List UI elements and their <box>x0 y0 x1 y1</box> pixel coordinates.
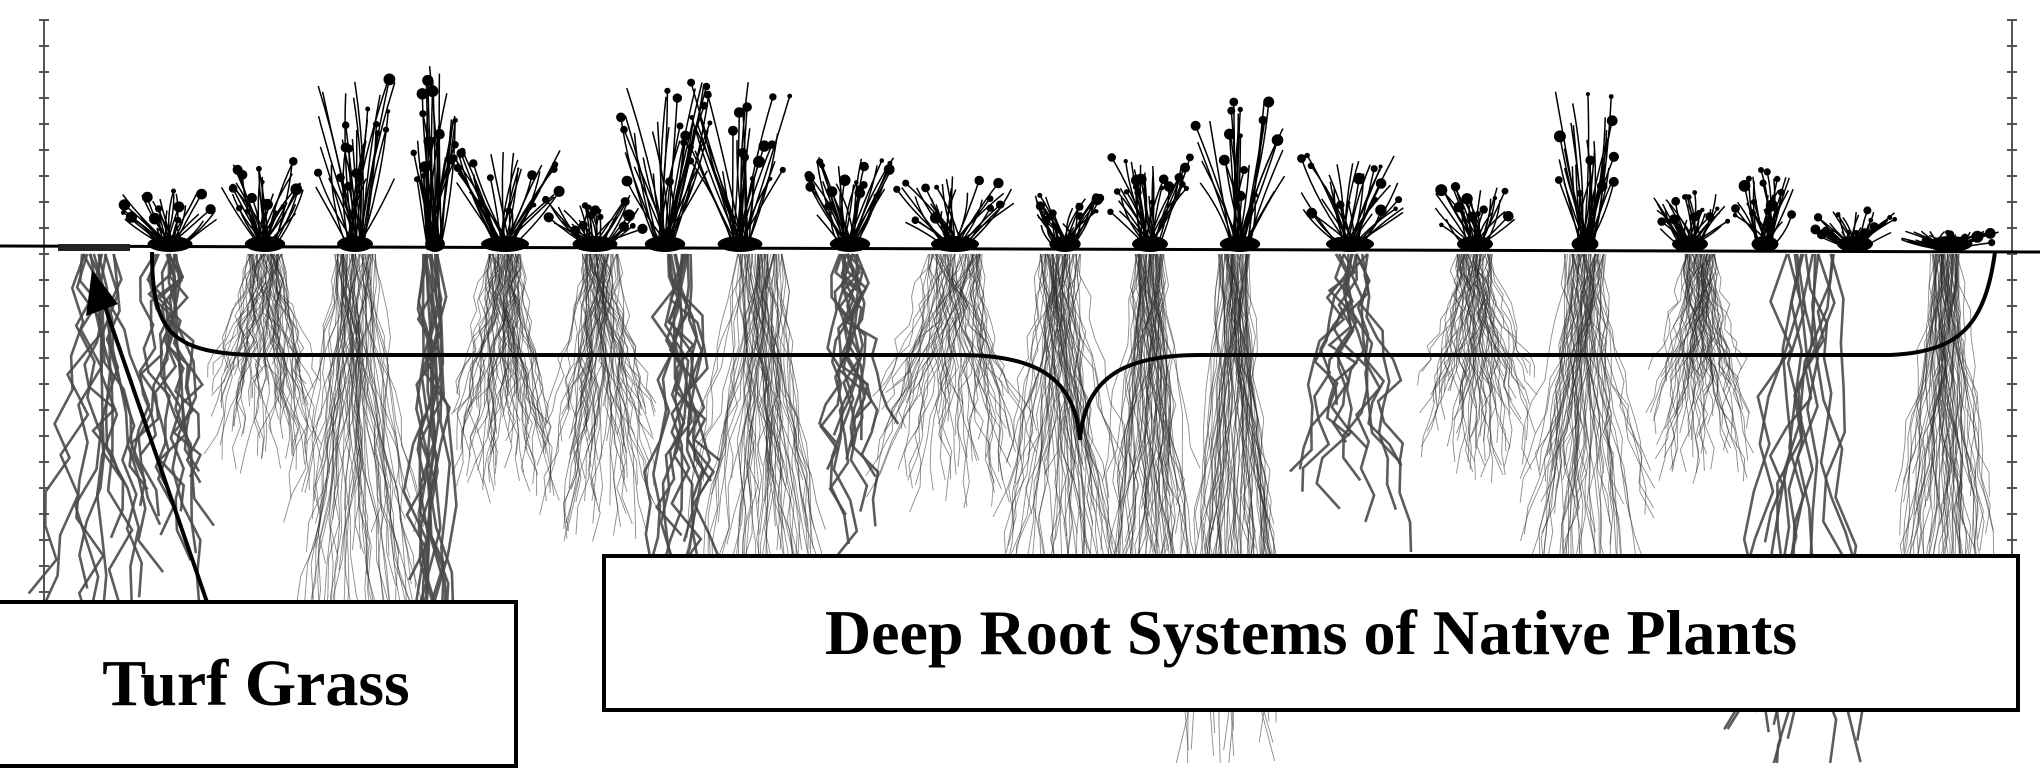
native-plants-label-box: Deep Root Systems of Native Plants <box>602 554 2020 712</box>
plant-foliage <box>119 66 1999 252</box>
turf-grass-label-box: Turf Grass <box>0 600 518 768</box>
depth-rulers <box>39 20 2017 600</box>
ground-line <box>0 246 2040 252</box>
turf-grass-label: Turf Grass <box>102 646 409 722</box>
turf-grass-patch <box>58 244 130 251</box>
native-plants-label: Deep Root Systems of Native Plants <box>825 596 1797 670</box>
